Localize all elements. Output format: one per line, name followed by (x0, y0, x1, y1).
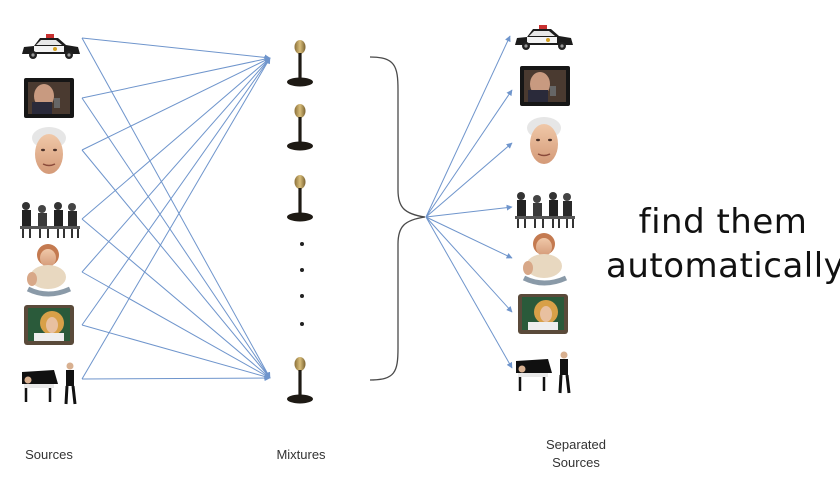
headline-text: find them automatically (606, 200, 840, 288)
separated-sources-caption: Separated Sources (530, 436, 622, 472)
microphone-1-icon (287, 40, 313, 87)
mix-line-5-1 (81, 57, 271, 273)
headline-line2: automatically (606, 246, 840, 286)
mix-line-3-1 (81, 57, 271, 151)
mix-line-3-2 (81, 149, 271, 379)
mix-line-4-2 (81, 218, 271, 379)
separation-line-5 (425, 216, 513, 259)
separation-line-2 (425, 89, 513, 218)
mix-line-7-1 (81, 57, 271, 380)
mix-line-2-1 (81, 56, 271, 99)
source-police-car-icon (22, 34, 80, 59)
separation-line-6 (425, 216, 513, 313)
mixtures-caption: Mixtures (276, 447, 326, 462)
source-old-man-face-icon (32, 127, 66, 174)
separated-caption-line1: Separated (546, 437, 606, 452)
mix-line-4-1 (81, 57, 271, 220)
separated-caption-line2: Sources (552, 455, 600, 470)
mix-line-1-2 (81, 37, 271, 379)
source-crying-baby-icon (26, 244, 72, 297)
separated-tv-speaker-icon (520, 66, 570, 106)
source-tv-singer-icon (24, 305, 74, 345)
microphone-3-icon (287, 175, 313, 222)
mix-line-7-2 (81, 375, 271, 382)
separation-line-4 (425, 204, 513, 218)
separated-crying-baby-icon (522, 233, 568, 286)
source-tv-speaker-icon (24, 78, 74, 118)
separated-old-man-face-icon (527, 117, 561, 164)
source-band-group-icon (20, 202, 80, 238)
headline-line1: find them (638, 202, 808, 242)
mix-line-2-2 (81, 97, 271, 379)
mix-line-6-2 (81, 324, 271, 380)
separation-lines (425, 35, 513, 369)
microphone-2-icon (287, 104, 313, 151)
source-piano-player-icon (22, 362, 77, 405)
mix-line-1-1 (81, 37, 271, 61)
separated-piano-player-icon (516, 351, 571, 394)
curly-brace (369, 56, 426, 381)
mix-line-5-2 (81, 271, 271, 379)
separation-line-1 (425, 35, 511, 218)
separated-tv-singer-icon (518, 294, 568, 334)
mix-line-6-1 (81, 57, 271, 326)
separated-band-group-icon (515, 192, 575, 228)
separated-police-car-icon (515, 25, 573, 50)
separation-line-3 (425, 142, 513, 218)
separation-line-7 (425, 216, 513, 369)
mixture-ellipsis (300, 242, 304, 326)
mixing-lines (81, 37, 271, 382)
sources-caption: Sources (25, 447, 73, 462)
microphone-4-icon (287, 357, 313, 404)
